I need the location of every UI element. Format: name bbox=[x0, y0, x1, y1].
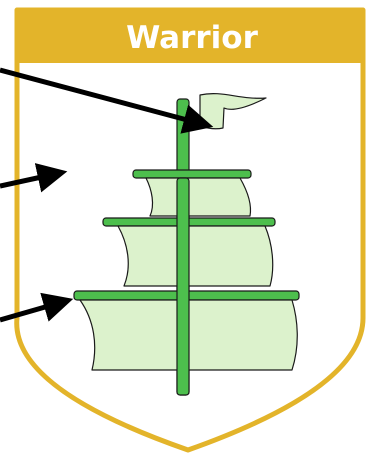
mast-front bbox=[177, 178, 189, 395]
top-yard bbox=[133, 170, 251, 178]
middle-sail bbox=[118, 226, 273, 286]
banner-title: Warrior bbox=[126, 20, 259, 56]
top-sail bbox=[146, 178, 251, 216]
